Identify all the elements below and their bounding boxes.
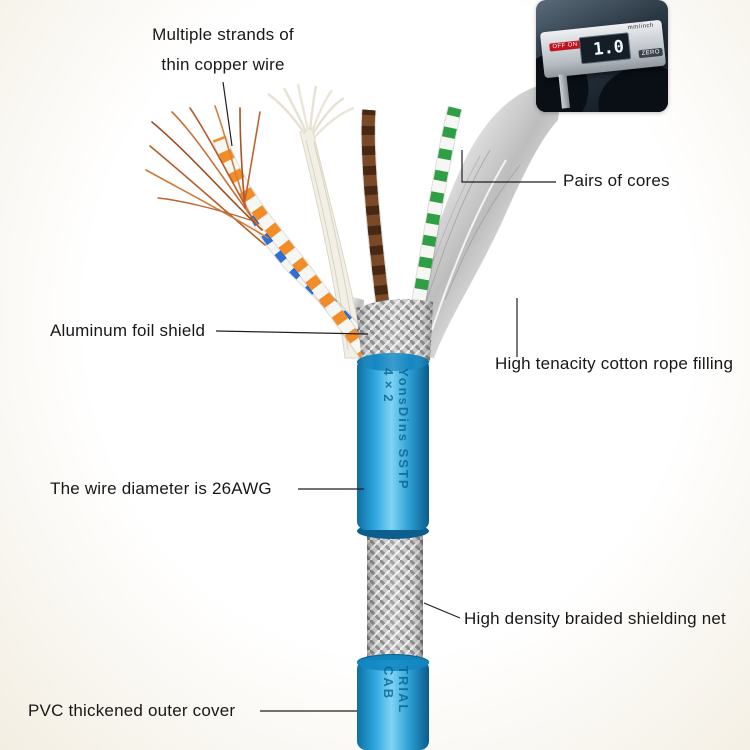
caliper-photo: mm/inch OFF ON 1.0 ZERO: [536, 0, 668, 112]
lower-jacket: [357, 654, 429, 750]
cable-print-lower: TRIAL CAB: [381, 666, 411, 715]
leader-lines: [215, 81, 556, 712]
caliper-unit-label: mm/inch: [627, 22, 655, 32]
caliper-onoff-button: OFF ON: [549, 40, 581, 52]
caliper-display: 1.0: [578, 32, 632, 65]
annotation-copper-line2: thin copper wire: [161, 55, 285, 74]
annotation-copper-strands: Multiple strands of thin copper wire: [128, 20, 318, 80]
annotation-copper-line1: Multiple strands of: [152, 25, 294, 44]
cotton-rope-filling: [267, 83, 365, 359]
annotation-pairs-of-cores: Pairs of cores: [563, 171, 670, 190]
upper-jacket: [357, 353, 429, 539]
braided-shield-section: [367, 524, 423, 664]
caliper-zero-button: ZERO: [638, 47, 664, 59]
annotation-braided-shield: High density braided shielding net: [464, 609, 726, 628]
cable-print-upper: YonsDins SSTP 4×2: [381, 368, 411, 491]
shield-collar: [356, 299, 433, 362]
annotation-aluminum-foil: Aluminum foil shield: [50, 321, 206, 340]
twisted-pair-orange: [212, 135, 375, 363]
annotation-cotton-rope: High tenacity cotton rope filling: [495, 354, 734, 373]
annotation-outer-cover: PVC thickened outer cover: [28, 701, 236, 720]
annotation-wire-diameter: The wire diameter is 26AWG: [50, 479, 272, 498]
copper-strands: [145, 105, 269, 246]
